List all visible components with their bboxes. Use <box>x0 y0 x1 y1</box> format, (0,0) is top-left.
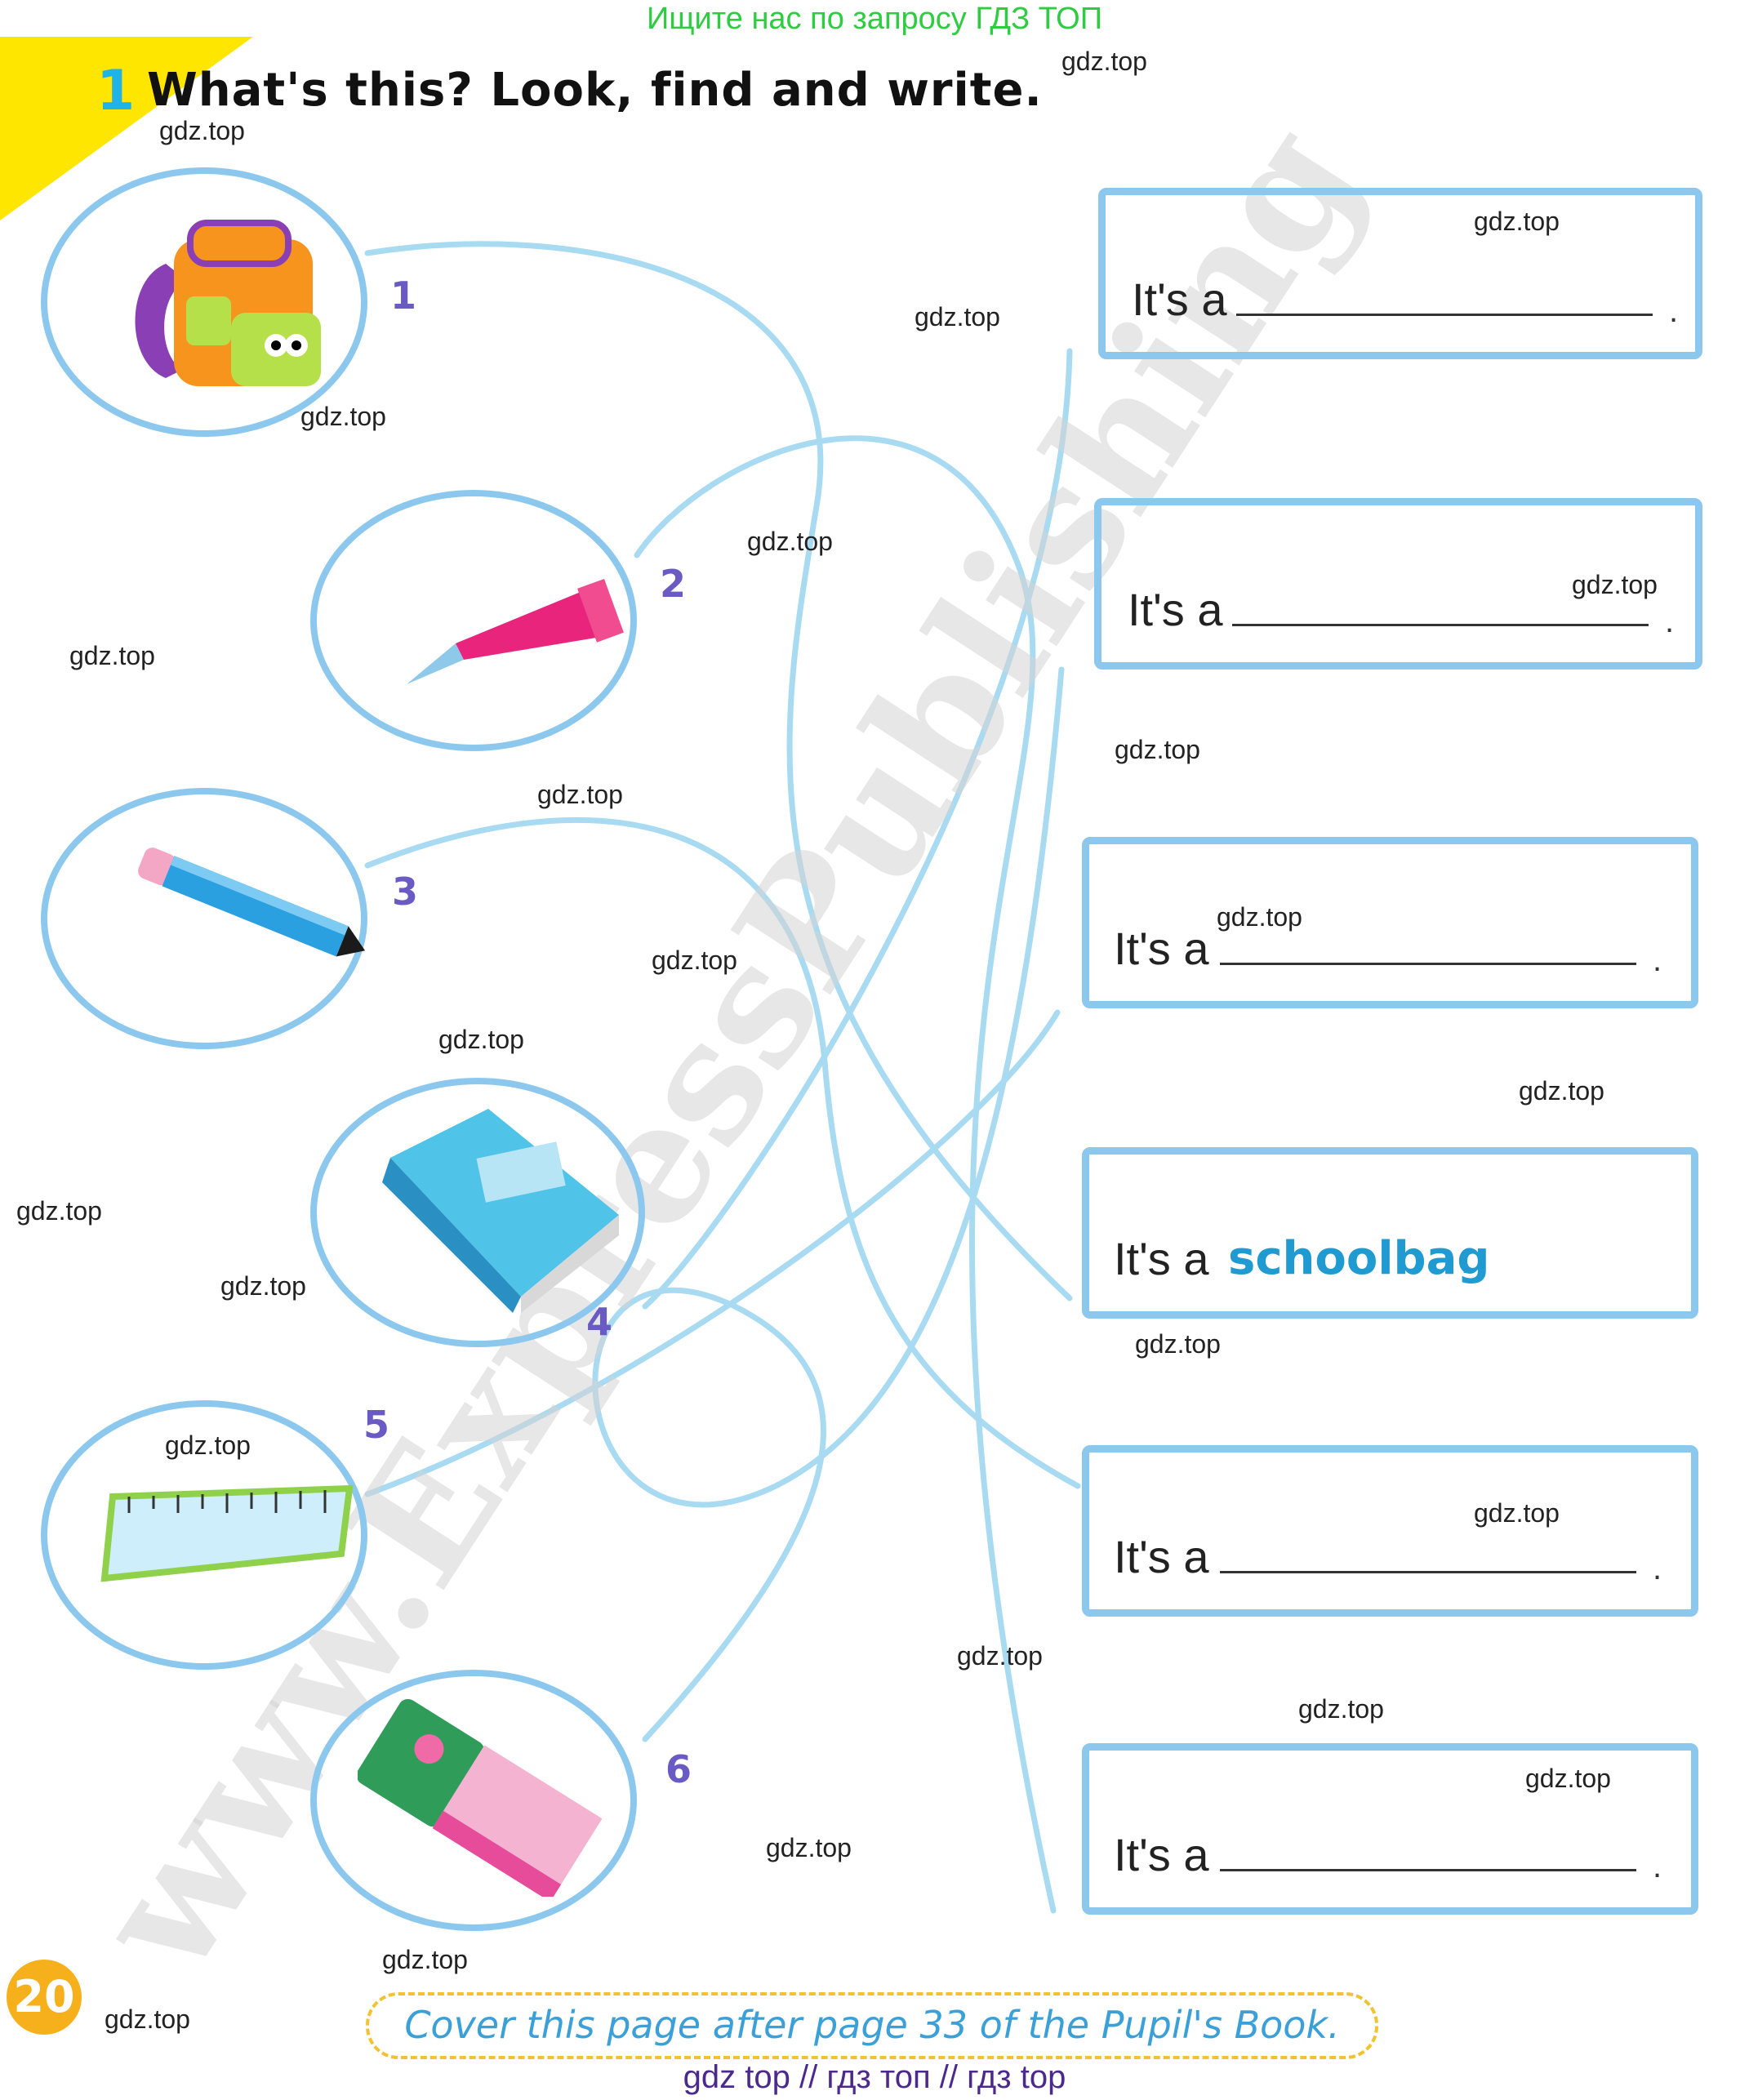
example-answer: schoolbag <box>1228 1232 1490 1285</box>
watermark: gdz.top <box>382 1945 468 1974</box>
item-number-5: 5 <box>363 1403 390 1447</box>
footer-note: Cover this page after page 33 of the Pup… <box>366 1992 1378 2059</box>
answer-box-2: It's a . <box>1094 498 1702 670</box>
answer-box-5: It's a . <box>1082 1445 1698 1617</box>
pencil-icon <box>138 848 366 957</box>
watermark: gdz.top <box>1474 207 1560 236</box>
answer-line-6[interactable] <box>1220 1869 1636 1871</box>
book-icon <box>382 1109 619 1313</box>
sentence-prefix: It's a <box>1114 1531 1209 1582</box>
watermark: gdz.top <box>766 1833 852 1862</box>
watermark: gdz.top <box>220 1271 306 1301</box>
watermark: gdz.top <box>652 945 737 975</box>
sentence-prefix: It's a <box>1132 274 1227 325</box>
sentence-prefix: It's a <box>1128 584 1223 635</box>
watermark: gdz.top <box>1519 1076 1604 1106</box>
watermark: gdz.top <box>747 527 833 556</box>
answer-box-3: It's a . <box>1082 837 1698 1008</box>
answer-line-1[interactable] <box>1236 314 1653 316</box>
watermark: gdz.top <box>1061 47 1147 76</box>
item-circle-1 <box>41 167 367 437</box>
answer-box-4: It's a schoolbag . <box>1082 1147 1698 1319</box>
eraser-icon <box>358 1698 603 1897</box>
top-banner: Ищите нас по запросу ГДЗ ТОП <box>646 2 1103 36</box>
answer-line-2[interactable] <box>1232 624 1649 626</box>
watermark: gdz.top <box>1115 735 1200 764</box>
watermark: gdz.top <box>1474 1498 1560 1528</box>
item-circle-3 <box>41 788 367 1049</box>
watermark: gdz.top <box>165 1430 251 1460</box>
watermark: gdz.top <box>438 1025 524 1054</box>
watermark: gdz.top <box>957 1641 1043 1671</box>
sentence-prefix: It's a <box>1114 1233 1209 1284</box>
watermark: gdz.top <box>1217 902 1302 932</box>
watermark: gdz.top <box>16 1196 102 1226</box>
ruler-icon <box>100 1484 354 1582</box>
sentence-dot: . <box>1665 603 1675 639</box>
item-number-1: 1 <box>390 274 417 318</box>
sentence-dot: . <box>1653 1849 1662 1884</box>
watermark: gdz.top <box>300 402 386 431</box>
pen-icon <box>407 578 624 684</box>
sentence-prefix: It's a <box>1114 923 1209 974</box>
answer-box-6: It's a . <box>1082 1743 1698 1915</box>
watermark: gdz.top <box>69 641 155 670</box>
sentence-dot: . <box>1461 1244 1471 1280</box>
watermark: gdz.top <box>915 302 1000 331</box>
watermark: gdz.top <box>1135 1329 1221 1359</box>
watermark: gdz.top <box>105 2004 190 2034</box>
bottom-links[interactable]: gdz top // гдз топ // гдз top <box>683 2059 1066 2095</box>
sentence-dot: . <box>1653 942 1662 978</box>
watermark: gdz.top <box>1298 1694 1384 1724</box>
item-circle-6 <box>310 1670 637 1931</box>
answer-box-1: It's a . <box>1098 188 1702 359</box>
watermark: gdz.top <box>159 116 245 145</box>
answer-line-5[interactable] <box>1220 1571 1636 1573</box>
page-number-badge: 20 <box>7 1960 82 2035</box>
item-circle-2 <box>310 490 637 751</box>
item-number-6: 6 <box>665 1747 692 1791</box>
item-circle-4 <box>310 1078 645 1347</box>
sentence-prefix: It's a <box>1114 1829 1209 1880</box>
watermark: gdz.top <box>537 780 623 809</box>
schoolbag-icon <box>135 220 321 386</box>
item-number-3: 3 <box>392 870 419 914</box>
sentence-dot: . <box>1653 1551 1662 1586</box>
watermark: gdz.top <box>1572 570 1658 599</box>
exercise-number: 1 <box>96 59 136 123</box>
item-number-2: 2 <box>660 562 687 606</box>
item-circle-5 <box>41 1400 367 1670</box>
watermark: gdz.top <box>1525 1764 1611 1793</box>
answer-line-3[interactable] <box>1220 963 1636 965</box>
item-number-4: 4 <box>586 1300 613 1344</box>
sentence-dot: . <box>1669 293 1679 329</box>
exercise-title: What's this? Look, find and write. <box>147 64 1043 117</box>
